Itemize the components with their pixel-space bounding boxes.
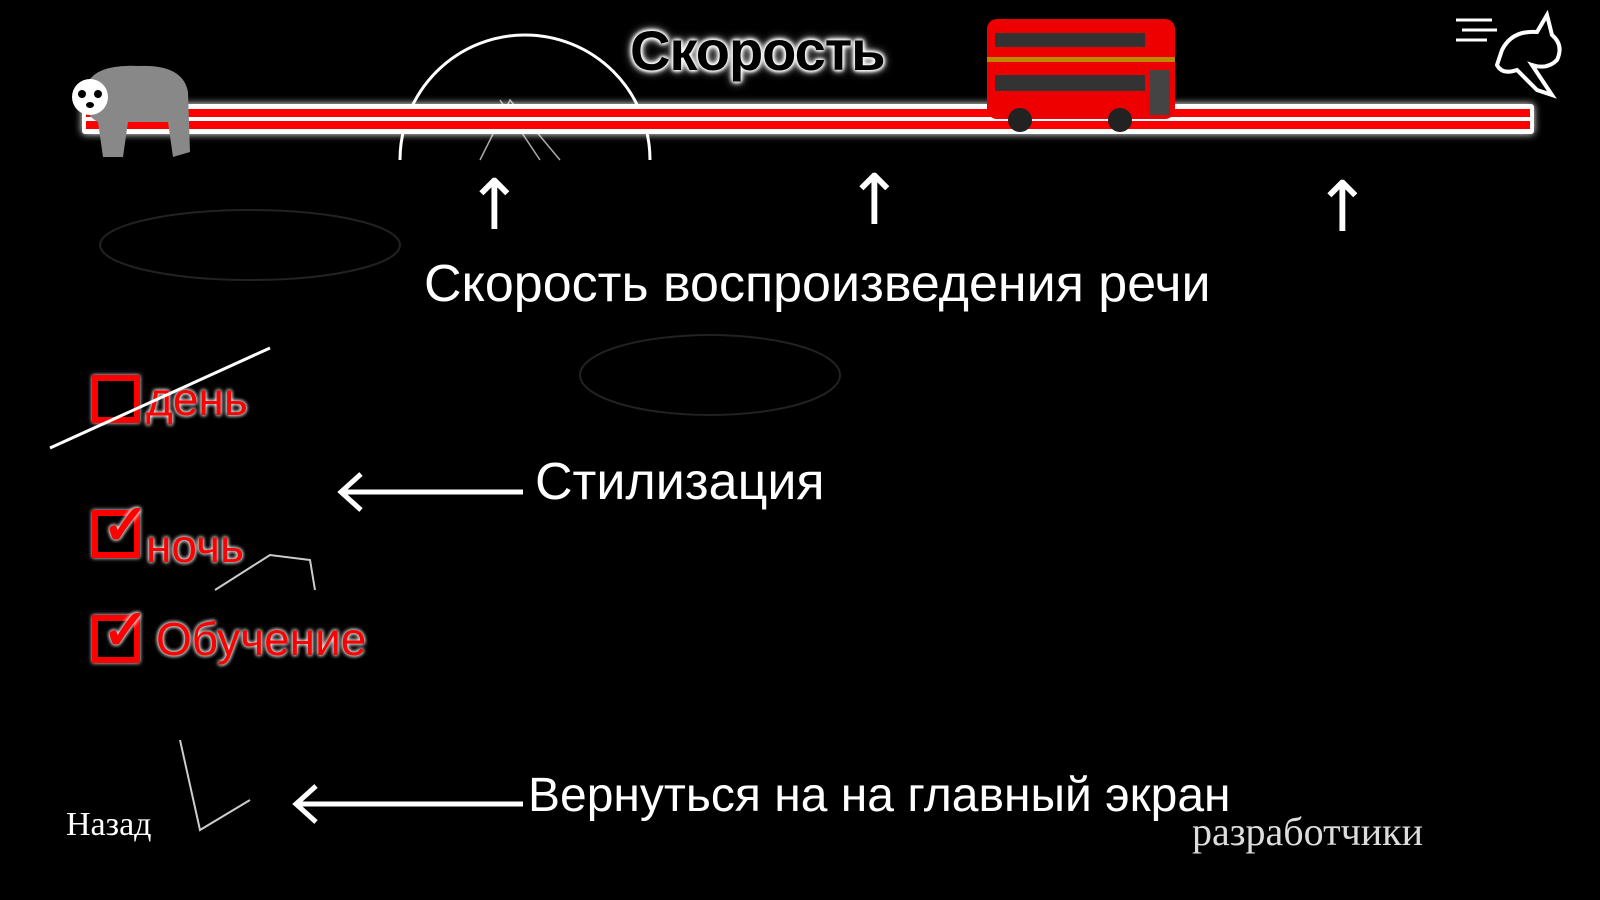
strikethrough-line — [49, 346, 271, 450]
option-training[interactable]: ✓ Обучение — [92, 598, 367, 666]
back-caption: Вернуться на на главный экран — [528, 769, 1231, 822]
speed-slider[interactable] — [82, 104, 1534, 134]
style-caption: Стилизация — [535, 453, 825, 511]
arrow-left-icon — [337, 472, 523, 512]
option-label: Обучение — [156, 613, 367, 665]
option-label: ночь — [146, 520, 244, 572]
back-button[interactable]: Назад — [66, 806, 152, 843]
sloth-icon[interactable] — [68, 62, 193, 162]
arrow-up-icon: ↑ — [845, 159, 904, 241]
rabbit-icon[interactable] — [1452, 10, 1567, 110]
arrow-up-icon: ↑ — [465, 164, 524, 246]
checkbox[interactable]: ✓ — [92, 493, 149, 558]
speed-title: Скорость — [630, 19, 886, 82]
checkmark-icon: ✓ — [102, 598, 149, 661]
arrow-left-icon — [292, 784, 523, 824]
checkbox[interactable]: ✓ — [92, 598, 149, 663]
checkmark-icon: ✓ — [102, 493, 149, 556]
speed-caption: Скорость воспроизведения речи — [424, 255, 1211, 313]
arrow-up-icon: ↑ — [1313, 166, 1372, 248]
bus-icon[interactable] — [985, 15, 1180, 133]
developers-button[interactable]: разработчики — [1192, 809, 1423, 854]
checkbox[interactable] — [92, 375, 140, 423]
option-night[interactable]: ✓ ночь — [92, 493, 244, 573]
